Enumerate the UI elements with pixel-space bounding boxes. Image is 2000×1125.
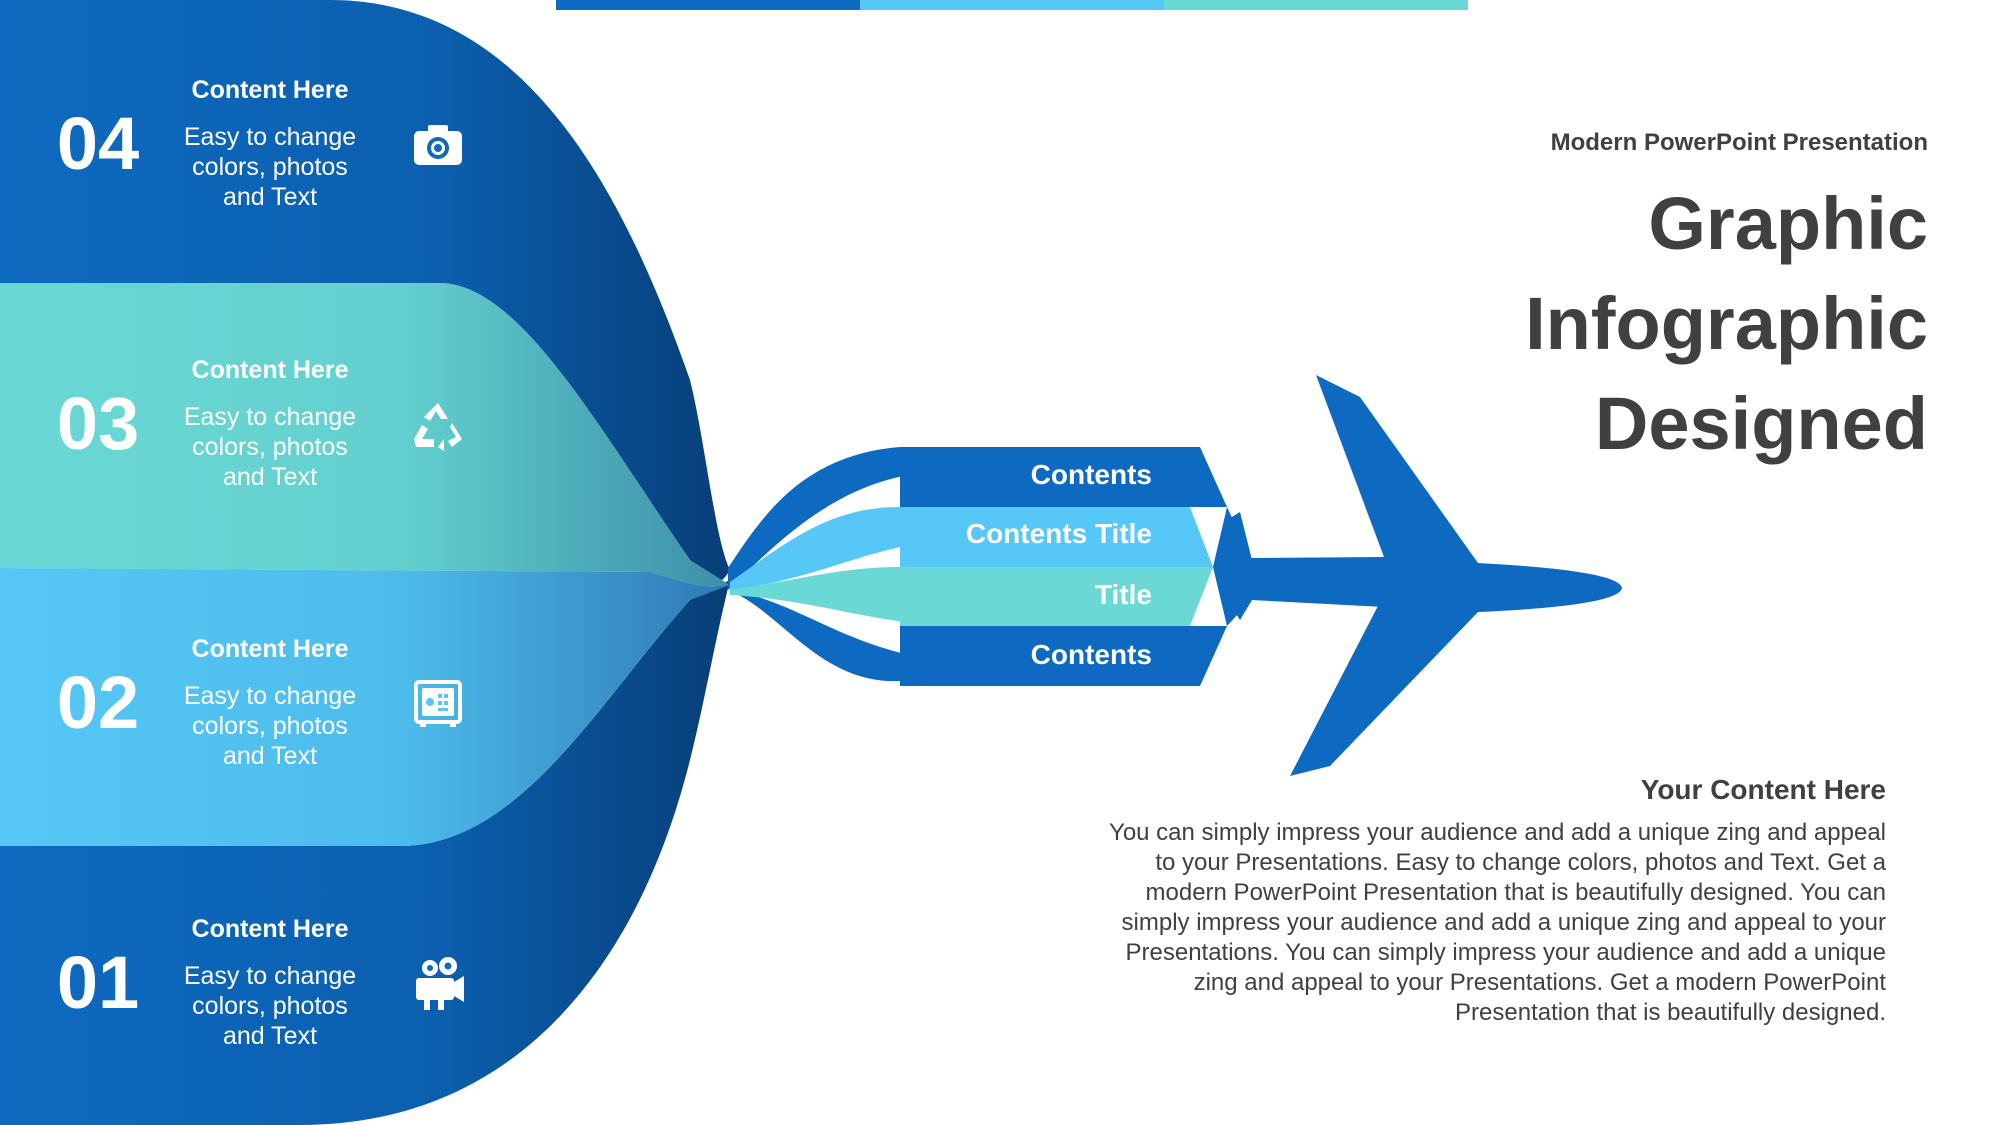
item-description: Easy to change colors, photos and Text <box>183 682 357 770</box>
plane-stripe-contents-bottom <box>900 626 1227 686</box>
camera-icon <box>414 125 462 165</box>
plane-band-label: Contents <box>1030 639 1152 670</box>
recycle-icon <box>414 403 462 451</box>
plane-band-label: Title <box>1094 579 1152 610</box>
item-description: Easy to change colors, photos and Text <box>183 123 357 211</box>
plane-body-fill <box>1227 512 1478 620</box>
plane-band-label: Contents Title <box>965 518 1152 549</box>
band-01-shape <box>0 580 730 1125</box>
item-number: 04 <box>56 102 140 185</box>
content-body: You can simply impress your audience and… <box>1109 819 1886 1026</box>
band-04-shape <box>0 0 730 584</box>
item-number: 03 <box>56 382 140 465</box>
item-number: 01 <box>56 941 140 1024</box>
plane-stripe-title <box>900 567 1213 626</box>
band-02-shape <box>0 568 730 846</box>
item-title: Content Here <box>191 635 349 663</box>
slide-title: Graphic Infographic Designed <box>1525 182 1928 465</box>
top-bar-teal <box>1164 0 1468 10</box>
content-heading: Your Content Here <box>1640 774 1886 805</box>
top-bar-dark <box>556 0 860 10</box>
band-03-shape <box>0 283 730 587</box>
safe-icon <box>414 680 462 727</box>
slide-subtitle: Modern PowerPoint Presentation <box>1550 129 1928 156</box>
plane-band-label: Contents <box>1030 459 1152 490</box>
plane-stripe-contents-title <box>900 507 1213 567</box>
item-number: 02 <box>56 661 140 744</box>
item-description: Easy to change colors, photos and Text <box>183 962 357 1050</box>
top-bar-sky <box>860 0 1164 10</box>
plane-stripe-contents-top <box>900 447 1227 507</box>
item-title: Content Here <box>191 915 349 943</box>
item-title: Content Here <box>191 76 349 104</box>
item-title: Content Here <box>191 356 349 384</box>
item-description: Easy to change colors, photos and Text <box>183 403 357 491</box>
film-camera-icon <box>416 957 464 1010</box>
